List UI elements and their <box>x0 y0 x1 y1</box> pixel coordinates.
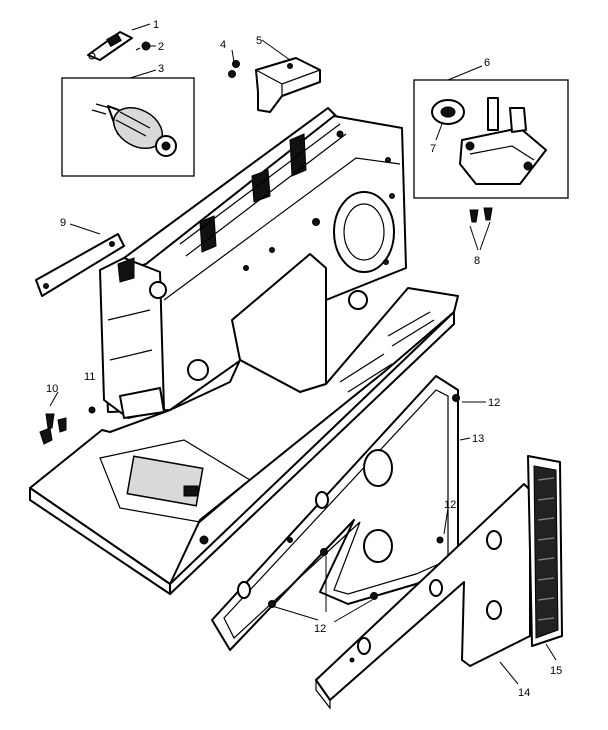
callout-2: 2 <box>158 41 164 53</box>
callout-12-top: 12 <box>488 397 500 409</box>
callout-3: 3 <box>158 63 164 75</box>
part-2-screw <box>135 41 151 51</box>
part-15-vent-grille <box>527 455 563 647</box>
callout-12-bottom: 12 <box>314 623 326 635</box>
callout-12-middle: 12 <box>444 499 456 511</box>
part-13-bottom-gasket <box>211 375 459 651</box>
callout-6: 6 <box>484 57 490 69</box>
callout-10: 10 <box>46 383 58 395</box>
callout-labels: 1 2 3 4 5 6 7 8 9 10 11 12 12 12 13 14 1… <box>46 19 562 699</box>
leader-lines <box>49 23 557 685</box>
machine-base-plate <box>29 287 459 595</box>
callout-15: 15 <box>550 665 562 677</box>
callout-8: 8 <box>474 255 480 267</box>
callout-11: 11 <box>84 371 95 383</box>
callout-4: 4 <box>220 39 226 51</box>
part-12-screws <box>268 394 460 608</box>
part-3-motor <box>61 77 195 177</box>
part-11-screw <box>88 406 96 414</box>
callout-5: 5 <box>256 35 262 47</box>
part-9-strip <box>35 233 125 297</box>
part-8-screws <box>469 207 493 223</box>
callout-9: 9 <box>60 217 66 229</box>
callout-7: 7 <box>430 143 436 155</box>
callout-1: 1 <box>153 19 159 31</box>
callout-13: 13 <box>472 433 484 445</box>
part-4-screws <box>228 60 240 78</box>
machine-body <box>99 107 407 419</box>
part-6-bobbin-winder <box>413 79 569 199</box>
part-5-cover-block <box>255 57 321 113</box>
part-1-lamp-socket <box>87 31 133 61</box>
part-10-screws <box>39 413 67 445</box>
callout-14: 14 <box>518 687 530 699</box>
part-14-bottom-cover <box>315 483 531 710</box>
